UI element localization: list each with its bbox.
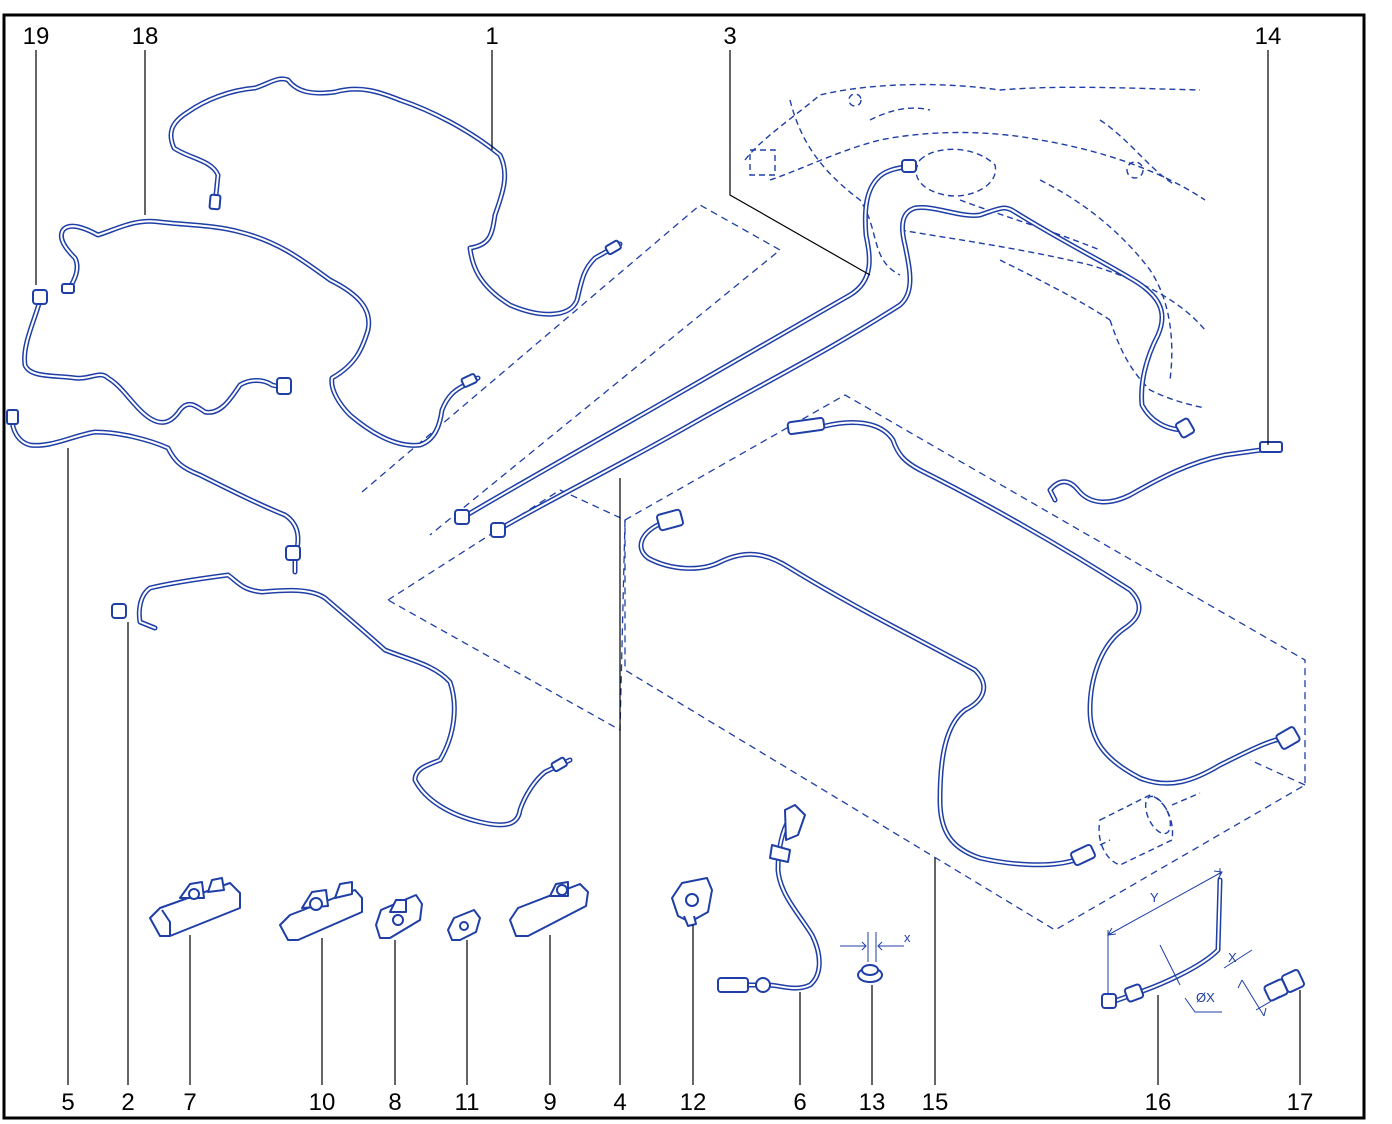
- diagram-frame: [2, 13, 1366, 1120]
- clip-7: [149, 877, 241, 937]
- clip-9: [509, 881, 589, 937]
- brake-pipe-4: [490, 205, 1195, 538]
- assembly-plane-upper: [361, 204, 782, 536]
- callout-18: 18: [132, 23, 159, 50]
- union-17: X: [1223, 949, 1305, 1017]
- callout-19: 19: [23, 23, 50, 50]
- brake-pipe-15: [638, 416, 1301, 868]
- brake-pipe-1: [168, 76, 623, 317]
- callout-10: 10: [309, 1089, 336, 1116]
- brake-hose-14: [1047, 441, 1283, 505]
- union-dimension-x: X: [1228, 950, 1237, 965]
- washer-dimension-x: x: [904, 930, 911, 945]
- callout-7: 7: [183, 1089, 196, 1116]
- callout-14: 14: [1255, 23, 1282, 50]
- washer-13: x: [840, 930, 911, 983]
- clip-11: [447, 909, 481, 941]
- callout-9: 9: [543, 1089, 556, 1116]
- pipe-dimension-diameter: ØX: [1196, 990, 1215, 1005]
- vehicle-body-outline: [744, 83, 1206, 409]
- callout-2: 2: [121, 1089, 134, 1116]
- brake-pipe-19: [22, 289, 292, 425]
- callout-8: 8: [388, 1089, 401, 1116]
- brake-pipe-2: [111, 572, 573, 828]
- callout-1: 1: [485, 23, 498, 50]
- callout-16: 16: [1145, 1089, 1172, 1116]
- brake-pipe-3: [454, 159, 917, 525]
- callout-3: 3: [723, 23, 736, 50]
- callout-5: 5: [61, 1089, 74, 1116]
- callout-11: 11: [455, 1089, 480, 1116]
- assembly-plane-lower: [624, 394, 1306, 931]
- pipe-dimension-y: Y: [1150, 890, 1159, 905]
- callout-6: 6: [793, 1089, 806, 1116]
- clip-12: [671, 877, 713, 927]
- callout-12: 12: [680, 1089, 707, 1116]
- clip-8: [375, 894, 423, 939]
- clip-10: [279, 881, 363, 941]
- brake-pipe-5: [6, 409, 301, 575]
- callout-13: 13: [859, 1089, 886, 1116]
- callout-17: 17: [1287, 1089, 1314, 1116]
- brake-pipe-18: [58, 218, 481, 448]
- sensor-cable-6: [717, 804, 822, 993]
- callout-4: 4: [613, 1089, 626, 1116]
- callout-15: 15: [922, 1089, 949, 1116]
- brake-pipe-16: Y ØX: [1101, 868, 1223, 1013]
- leader-lines: [35, 50, 1301, 1085]
